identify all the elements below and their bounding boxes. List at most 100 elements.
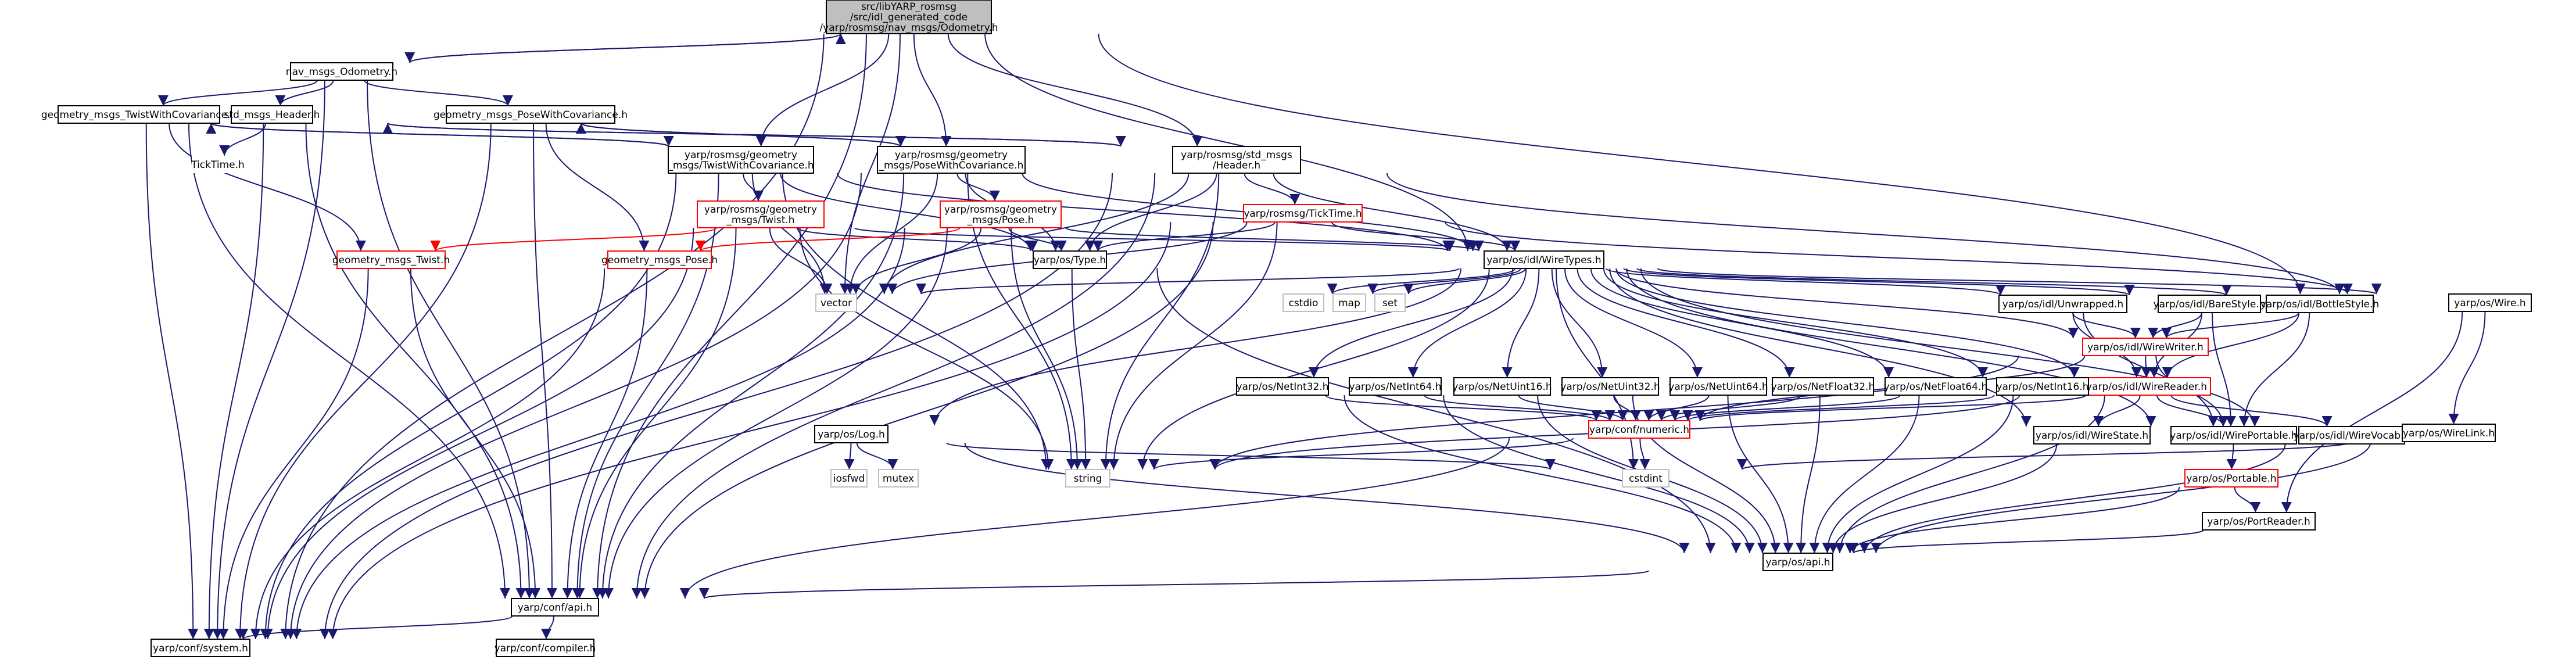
- node-y_posecov[interactable]: yarp/rosmsg/geometry_msgs/PoseWithCovari…: [877, 146, 1026, 174]
- node-vector[interactable]: vector: [815, 293, 857, 312]
- node-label: yarp/os/idl/WireReader.h: [2086, 381, 2207, 393]
- edge-std_header-to-conf_system: [203, 123, 264, 640]
- node-box: [697, 200, 825, 228]
- node-wirelink[interactable]: yarp/os/WireLink.h: [2402, 424, 2496, 442]
- node-label: _msgs/Twist.h: [726, 214, 794, 226]
- node-map[interactable]: map: [1332, 293, 1366, 312]
- node-label: yarp/os/Wire.h: [2454, 298, 2525, 309]
- node-barestyle[interactable]: yarp/os/idl/BareStyle.h: [2154, 295, 2266, 313]
- edge-y_posecov-to-conf_api: [597, 173, 905, 599]
- node-box: [1484, 250, 1604, 269]
- node-netint64[interactable]: yarp/os/NetInt64.h: [1349, 377, 1442, 396]
- node-bottlestyle[interactable]: yarp/os/idl/BottleStyle.h: [2260, 295, 2379, 313]
- node-y_twistcov[interactable]: yarp/rosmsg/geometry_msgs/TwistWithCovar…: [667, 146, 814, 174]
- node-netfloat32[interactable]: yarp/os/NetFloat32.h: [1771, 377, 1875, 396]
- node-wirewriter[interactable]: yarp/os/idl/WireWriter.h: [2082, 338, 2209, 356]
- node-api[interactable]: yarp/os/api.h: [1762, 553, 1833, 571]
- edge-bottlestyle-to-wirewriter: [2161, 312, 2299, 339]
- node-gm_pose[interactable]: geometry_msgs_Pose.h: [601, 250, 718, 269]
- edge-root-to-y_header: [947, 33, 1203, 147]
- node-type[interactable]: yarp/os/Type.h: [1033, 250, 1107, 269]
- node-gm_twistcov[interactable]: geometry_msgs_TwistWithCovariance.h: [41, 105, 237, 124]
- edge-wirereader-to-wirevocab: [2170, 395, 2333, 427]
- node-y_twist[interactable]: yarp/rosmsg/geometry_msgs/Twist.h: [697, 200, 825, 228]
- node-iosfwd[interactable]: iosfwd: [830, 469, 868, 488]
- node-label: geometry_msgs_Pose.h: [601, 255, 718, 266]
- node-box: [2202, 512, 2316, 531]
- edge-gm_twistcov-to-conf_system: [145, 123, 199, 640]
- edge-gm_posecov-to-conf_api: [533, 123, 557, 599]
- node-wiretypes[interactable]: yarp/os/idl/WireTypes.h: [1484, 250, 1604, 269]
- edge-root-to-y_twistcov: [755, 33, 890, 147]
- edge-y_twist-to-vector: [769, 227, 833, 295]
- node-y_header[interactable]: yarp/rosmsg/std_msgs/Header.h: [1172, 146, 1301, 174]
- node-wire[interactable]: yarp/os/Wire.h: [2448, 293, 2532, 312]
- edge-root-to-y_posecov: [913, 33, 952, 147]
- edge-wiretypes-to-vector: [916, 268, 1460, 295]
- node-numeric[interactable]: yarp/conf/numeric.h: [1588, 420, 1690, 439]
- edge-netuint64-to-numeric: [1643, 395, 1710, 421]
- node-conf_system[interactable]: yarp/conf/system.h: [151, 639, 250, 657]
- node-box: [58, 105, 220, 124]
- node-box: [2448, 293, 2532, 312]
- edge-y_pose-to-vector: [851, 227, 982, 295]
- node-std_header[interactable]: std_msgs_Header.h: [224, 105, 320, 124]
- node-label: vector: [821, 298, 852, 309]
- edge-log-to-iosfwd: [844, 442, 855, 470]
- node-netuint32[interactable]: yarp/os/NetUint32.h: [1560, 377, 1660, 396]
- node-portable[interactable]: yarp/os/Portable.h: [2184, 469, 2278, 488]
- edge-wiretypes-to-wireportable: [1626, 268, 2156, 427]
- node-wirestate[interactable]: yarp/os/idl/WireState.h: [2033, 426, 2151, 445]
- edge-root-to-conf_system: [280, 33, 825, 640]
- edge-wirewriter-to-wirereader: [2141, 355, 2152, 378]
- node-label: yarp/conf/system.h: [153, 643, 248, 654]
- node-label: iosfwd: [833, 473, 865, 485]
- node-box: [192, 156, 244, 173]
- node-wirevocab[interactable]: yarp/os/idl/WireVocab.h: [2294, 426, 2410, 445]
- node-conf_api[interactable]: yarp/conf/api.h: [511, 598, 599, 617]
- node-set[interactable]: set: [1374, 293, 1406, 312]
- node-y_pose[interactable]: yarp/rosmsg/geometry_msgs/Pose.h: [940, 200, 1062, 228]
- node-mutex[interactable]: mutex: [878, 469, 919, 488]
- edge-type-to-api: [1156, 268, 1716, 554]
- node-netuint64[interactable]: yarp/os/NetUint64.h: [1668, 377, 1768, 396]
- node-conf_compiler[interactable]: yarp/conf/compiler.h: [495, 639, 596, 657]
- node-label: _msgs/PoseWithCovariance.h: [879, 160, 1024, 171]
- node-netuint16[interactable]: yarp/os/NetUint16.h: [1452, 377, 1552, 396]
- edge-nav_odom-to-root: [409, 33, 846, 63]
- node-ticktime[interactable]: TickTime.h: [191, 156, 245, 173]
- edge-y_pose-to-conf_system: [291, 227, 905, 640]
- node-gm_posecov[interactable]: geometry_msgs_PoseWithCovariance.h: [433, 105, 628, 124]
- node-label: yarp/os/NetInt16.h: [1996, 381, 2088, 393]
- node-log[interactable]: yarp/os/Log.h: [814, 425, 888, 443]
- edge-wirestate-to-api: [1828, 443, 2058, 554]
- node-box: [826, 0, 992, 34]
- edge-wiretypes-to-map: [1367, 268, 1521, 295]
- edge-y_header-to-conf_api: [631, 173, 1156, 599]
- node-netint16[interactable]: yarp/os/NetInt16.h: [1996, 377, 2089, 396]
- node-y_ticktime[interactable]: yarp/rosmsg/TickTime.h: [1243, 204, 1363, 223]
- node-netfloat64[interactable]: yarp/os/NetFloat64.h: [1884, 377, 1988, 396]
- edge-wiretypes-to-netuint64: [1564, 268, 1703, 378]
- node-box: [1172, 146, 1301, 174]
- node-wireportable[interactable]: yarp/os/idl/WirePortable.h: [2170, 426, 2298, 445]
- node-string[interactable]: string: [1065, 469, 1110, 488]
- node-netint32[interactable]: yarp/os/NetInt32.h: [1236, 377, 1329, 396]
- edge-wiretypes-to-netint32: [1309, 268, 1513, 378]
- node-root[interactable]: src/libYARP_rosmsg/src/idl_generated_cod…: [819, 0, 998, 34]
- node-label: _msgs/TwistWithCovariance.h: [667, 160, 814, 171]
- node-cstdio[interactable]: cstdio: [1282, 293, 1324, 312]
- node-box: [336, 250, 446, 269]
- edge-root-to-wiretypes: [984, 33, 1473, 252]
- node-portreader[interactable]: yarp/os/PortReader.h: [2202, 512, 2316, 531]
- node-unwrapped[interactable]: yarp/os/idl/Unwrapped.h: [1998, 295, 2127, 313]
- node-label: yarp/os/NetFloat32.h: [1771, 381, 1875, 393]
- node-box: [814, 425, 888, 443]
- node-nav_odom[interactable]: nav_msgs_Odometry.h: [286, 62, 397, 81]
- edge-api-to-conf_api: [699, 570, 1650, 599]
- node-wirereader[interactable]: yarp/os/idl/WireReader.h: [2082, 377, 2211, 396]
- node-box: [2033, 426, 2151, 445]
- edge-y_ticktime-to-string: [1108, 221, 1278, 470]
- node-cstdint[interactable]: cstdint: [1622, 469, 1669, 488]
- node-gm_twist[interactable]: geometry_msgs_Twist.h: [332, 250, 450, 269]
